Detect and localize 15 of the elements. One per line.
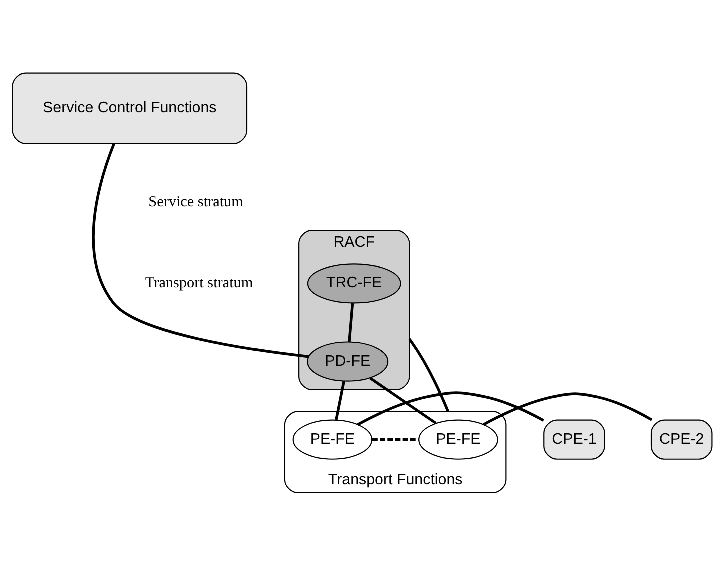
connector bbox=[372, 438, 419, 441]
label: Service stratum bbox=[148, 192, 244, 210]
connector bbox=[335, 380, 346, 420]
label: Transport stratum bbox=[145, 274, 254, 292]
node-ellipse: PE-FE bbox=[418, 419, 498, 460]
connector bbox=[408, 338, 450, 412]
node-box: CPE-1 bbox=[544, 419, 606, 460]
node-box: Service Control Functions bbox=[12, 72, 248, 144]
node-ellipse: PD-FE bbox=[307, 341, 389, 382]
connector bbox=[92, 143, 309, 358]
node-box: CPE-2 bbox=[650, 419, 713, 460]
connector bbox=[357, 391, 544, 426]
connector bbox=[348, 302, 354, 342]
node-ellipse: PE-FE bbox=[292, 419, 373, 460]
node-ellipse: TRC-FE bbox=[307, 263, 402, 304]
